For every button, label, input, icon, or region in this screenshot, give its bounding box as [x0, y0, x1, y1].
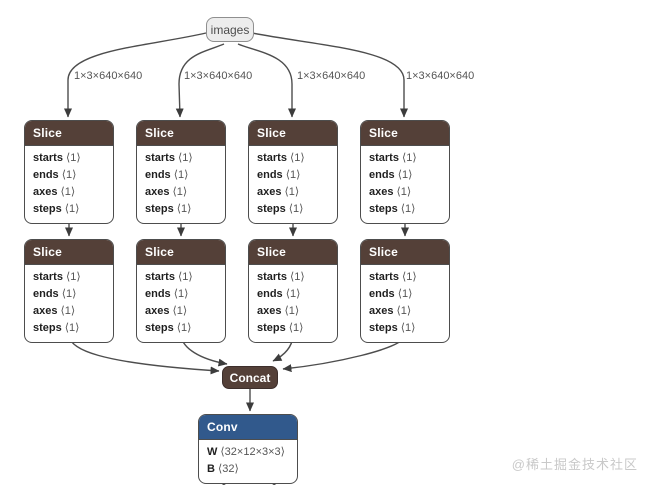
attr-starts: starts⟨1⟩: [33, 271, 81, 283]
attr-steps: steps⟨1⟩: [257, 203, 304, 215]
slice-node-body: starts⟨1⟩ ends⟨1⟩ axes⟨1⟩ steps⟨1⟩: [249, 265, 337, 342]
slice-node-body: starts⟨1⟩ ends⟨1⟩ axes⟨1⟩ steps⟨1⟩: [137, 146, 225, 223]
slice-node-header: Slice: [25, 121, 113, 146]
concat-node[interactable]: Concat: [222, 366, 278, 389]
concat-node-label: Concat: [229, 371, 271, 385]
attr-ends: ends⟨1⟩: [33, 288, 77, 300]
conv-node-header: Conv: [199, 415, 297, 440]
attr-ends: ends⟨1⟩: [369, 169, 413, 181]
attr-axes: axes⟨1⟩: [33, 305, 76, 317]
input-node-label: images: [210, 23, 250, 37]
attr-steps: steps⟨1⟩: [369, 203, 416, 215]
edge-images-slice1: [64, 32, 207, 118]
slice-node[interactable]: Slice starts⟨1⟩ ends⟨1⟩ axes⟨1⟩ steps⟨1⟩: [360, 239, 450, 343]
attr-axes: axes⟨1⟩: [257, 186, 300, 198]
attr-steps: steps⟨1⟩: [145, 203, 192, 215]
edge-dim-label: 1×3×640×640: [297, 70, 366, 82]
attr-axes: axes⟨1⟩: [369, 186, 412, 198]
attr-steps: steps⟨1⟩: [145, 322, 192, 334]
edge-images-slice4: [251, 32, 408, 118]
slice-node-body: starts⟨1⟩ ends⟨1⟩ axes⟨1⟩ steps⟨1⟩: [25, 265, 113, 342]
attr-starts: starts⟨1⟩: [369, 271, 417, 283]
attr-ends: ends⟨1⟩: [369, 288, 413, 300]
slice-node-header: Slice: [25, 240, 113, 265]
attr-starts: starts⟨1⟩: [257, 152, 305, 164]
slice-node-body: starts⟨1⟩ ends⟨1⟩ axes⟨1⟩ steps⟨1⟩: [361, 265, 449, 342]
edge-images-slice3: [237, 43, 296, 118]
attr-starts: starts⟨1⟩: [145, 271, 193, 283]
attr-ends: ends⟨1⟩: [145, 169, 189, 181]
slice-node[interactable]: Slice starts⟨1⟩ ends⟨1⟩ axes⟨1⟩ steps⟨1⟩: [24, 239, 114, 343]
edge-dim-label: 1×3×640×640: [74, 70, 143, 82]
attr-steps: steps⟨1⟩: [369, 322, 416, 334]
attr-steps: steps⟨1⟩: [257, 322, 304, 334]
attr-ends: ends⟨1⟩: [257, 169, 301, 181]
edge-dim-label: 1×3×640×640: [184, 70, 253, 82]
attr-starts: starts⟨1⟩: [369, 152, 417, 164]
edge-dim-label: 1×3×640×640: [406, 70, 475, 82]
slice-node[interactable]: Slice starts⟨1⟩ ends⟨1⟩ axes⟨1⟩ steps⟨1⟩: [136, 239, 226, 343]
slice-node-header: Slice: [361, 121, 449, 146]
slice-node-body: starts⟨1⟩ ends⟨1⟩ axes⟨1⟩ steps⟨1⟩: [25, 146, 113, 223]
attr-ends: ends⟨1⟩: [257, 288, 301, 300]
slice-node-header: Slice: [137, 121, 225, 146]
attr-starts: starts⟨1⟩: [145, 152, 193, 164]
slice-node[interactable]: Slice starts⟨1⟩ ends⟨1⟩ axes⟨1⟩ steps⟨1⟩: [248, 239, 338, 343]
slice-node-body: starts⟨1⟩ ends⟨1⟩ axes⟨1⟩ steps⟨1⟩: [137, 265, 225, 342]
input-node-images[interactable]: images: [206, 17, 254, 42]
slice-node[interactable]: Slice starts⟨1⟩ ends⟨1⟩ axes⟨1⟩ steps⟨1⟩: [248, 120, 338, 224]
attr-ends: ends⟨1⟩: [33, 169, 77, 181]
slice-node-body: starts⟨1⟩ ends⟨1⟩ axes⟨1⟩ steps⟨1⟩: [361, 146, 449, 223]
conv-node[interactable]: Conv W⟨32×12×3×3⟩ B⟨32⟩: [198, 414, 298, 484]
attr-weights: W⟨32×12×3×3⟩: [207, 446, 285, 458]
attr-axes: axes⟨1⟩: [33, 186, 76, 198]
attr-axes: axes⟨1⟩: [369, 305, 412, 317]
slice-node-header: Slice: [137, 240, 225, 265]
attr-steps: steps⟨1⟩: [33, 322, 80, 334]
watermark: @稀土掘金技术社区: [511, 457, 638, 472]
attr-axes: axes⟨1⟩: [257, 305, 300, 317]
slice-node[interactable]: Slice starts⟨1⟩ ends⟨1⟩ axes⟨1⟩ steps⟨1⟩: [360, 120, 450, 224]
attr-starts: starts⟨1⟩: [257, 271, 305, 283]
attr-ends: ends⟨1⟩: [145, 288, 189, 300]
attr-steps: steps⟨1⟩: [33, 203, 80, 215]
slice-node-body: starts⟨1⟩ ends⟨1⟩ axes⟨1⟩ steps⟨1⟩: [249, 146, 337, 223]
conv-node-body: W⟨32×12×3×3⟩ B⟨32⟩: [199, 440, 297, 483]
slice-node-header: Slice: [249, 240, 337, 265]
attr-bias: B⟨32⟩: [207, 463, 239, 475]
attr-axes: axes⟨1⟩: [145, 186, 188, 198]
attr-starts: starts⟨1⟩: [33, 152, 81, 164]
slice-node[interactable]: Slice starts⟨1⟩ ends⟨1⟩ axes⟨1⟩ steps⟨1⟩: [24, 120, 114, 224]
edge-images-slice2: [175, 43, 225, 118]
attr-axes: axes⟨1⟩: [145, 305, 188, 317]
slice-node[interactable]: Slice starts⟨1⟩ ends⟨1⟩ axes⟨1⟩ steps⟨1⟩: [136, 120, 226, 224]
slice-node-header: Slice: [361, 240, 449, 265]
slice-node-header: Slice: [249, 121, 337, 146]
